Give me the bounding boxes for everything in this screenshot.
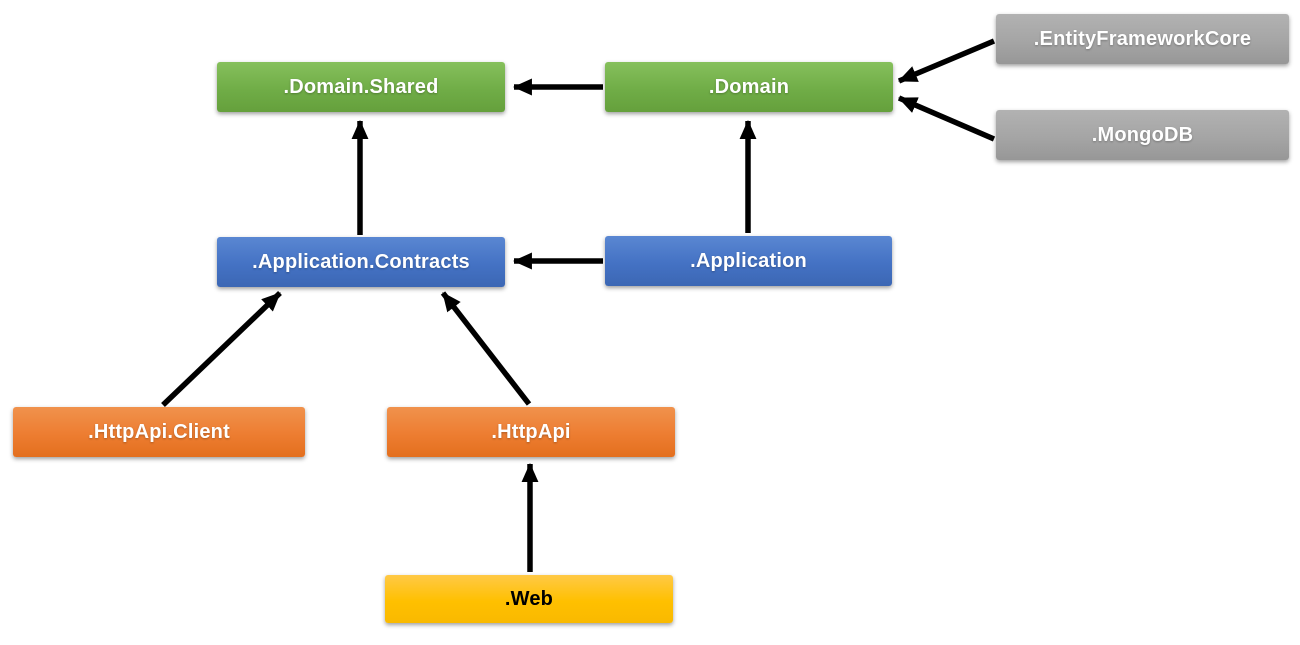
node-application-label: .Application — [690, 249, 807, 272]
node-mongodb-label: .MongoDB — [1091, 123, 1194, 146]
node-domain-shared-label: .Domain.Shared — [283, 75, 439, 98]
arrow-httpapi-client-to-application-contracts — [161, 291, 282, 407]
node-web-label: .Web — [504, 587, 554, 610]
node-entity-framework-core: .EntityFrameworkCore — [996, 14, 1289, 64]
arrow-httpapi-to-application-contracts — [440, 291, 532, 406]
node-httpapi-label: .HttpApi — [491, 420, 571, 443]
node-httpapi-client-label: .HttpApi.Client — [88, 420, 230, 443]
node-mongodb: .MongoDB — [996, 110, 1289, 160]
node-domain-label: .Domain — [708, 75, 790, 98]
node-entity-framework-core-label: .EntityFrameworkCore — [1033, 27, 1252, 50]
node-httpapi-client: .HttpApi.Client — [13, 407, 305, 457]
arrow-entity-framework-core-to-domain — [897, 38, 996, 84]
node-web: .Web — [385, 575, 673, 623]
node-httpapi: .HttpApi — [387, 407, 675, 457]
node-domain: .Domain — [605, 62, 893, 112]
node-application: .Application — [605, 236, 892, 286]
node-application-contracts-label: .Application.Contracts — [252, 250, 470, 273]
arrow-mongodb-to-domain — [897, 95, 996, 142]
node-application-contracts: .Application.Contracts — [217, 237, 505, 287]
node-domain-shared: .Domain.Shared — [217, 62, 505, 112]
